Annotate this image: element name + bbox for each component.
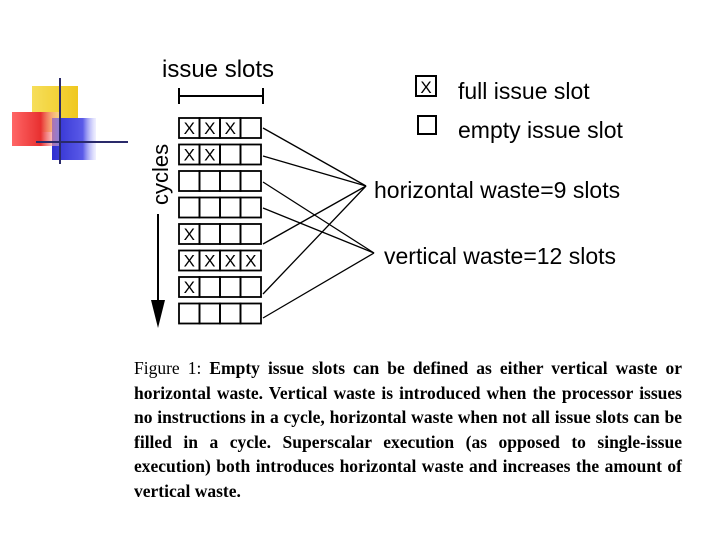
vertical-waste-equals: = <box>523 243 536 269</box>
cycles-arrow <box>151 214 165 328</box>
empty-issue-slot <box>239 276 262 298</box>
slot-mark: X <box>204 146 215 165</box>
connector-line <box>262 252 375 319</box>
empty-issue-slot <box>239 302 262 325</box>
cycle-row <box>178 170 262 192</box>
empty-issue-slot <box>239 223 262 245</box>
legend: X full issue slot empty issue slot <box>415 75 624 143</box>
full-issue-slot <box>239 249 262 272</box>
caption-lead: Figure 1: <box>134 358 202 378</box>
legend-empty-slot-box <box>417 115 437 135</box>
slot-mark: X <box>225 119 236 138</box>
issue-slots-bracket <box>178 88 264 104</box>
empty-issue-slot <box>178 196 201 219</box>
horizontal-waste-text: horizontal waste <box>374 177 540 203</box>
empty-issue-slot <box>239 196 262 219</box>
figure-caption: Figure 1: Empty issue slots can be defin… <box>134 356 682 503</box>
empty-issue-slot <box>198 302 221 325</box>
decorative-squares <box>12 78 128 164</box>
slot-mark: X <box>184 278 195 297</box>
connector-line <box>262 185 367 295</box>
horizontal-waste-equals: = <box>540 177 553 203</box>
empty-issue-slot <box>239 117 262 139</box>
vertical-waste-text: vertical waste <box>384 243 523 269</box>
slot-mark: X <box>184 225 195 244</box>
slot-mark: X <box>184 146 195 165</box>
empty-issue-slot <box>219 302 242 325</box>
slot-mark: X <box>184 119 195 138</box>
slot-mark: X <box>245 252 256 271</box>
empty-issue-slot <box>198 196 221 219</box>
empty-issue-slot <box>239 170 262 192</box>
slot-mark: X <box>225 252 236 271</box>
empty-issue-slot <box>219 276 242 298</box>
empty-issue-slot <box>219 196 242 219</box>
empty-issue-slot <box>198 276 221 298</box>
legend-full-slot-label: full issue slot <box>458 78 590 104</box>
issue-slots-label: issue slots <box>162 56 274 83</box>
legend-full-slot-mark: X <box>420 78 431 97</box>
empty-issue-slot <box>219 223 242 245</box>
slot-mark: X <box>204 119 215 138</box>
cycle-row: X <box>178 223 262 245</box>
slot-mark: X <box>204 252 215 271</box>
legend-empty-slot-label: empty issue slot <box>458 117 624 143</box>
horizontal-waste-value: 9 slots <box>554 177 620 203</box>
waste-connector-lines <box>262 127 375 319</box>
connector-line <box>262 155 367 187</box>
empty-issue-slot <box>178 302 201 325</box>
cycle-row <box>178 302 262 325</box>
empty-issue-slot <box>219 143 242 166</box>
empty-issue-slot <box>198 170 221 192</box>
svg-text:vertical waste=12 slots: vertical waste=12 slots <box>384 243 616 269</box>
empty-issue-slot <box>239 143 262 166</box>
legend-full-slot-box <box>415 75 437 97</box>
svg-text:horizontal waste=9 slots: horizontal waste=9 slots <box>374 177 620 203</box>
caption-body: Empty issue slots can be defined as eith… <box>134 358 682 501</box>
connector-line <box>262 181 375 254</box>
connector-line <box>262 207 375 254</box>
cycle-row <box>178 196 262 219</box>
cycle-row: X <box>178 276 262 298</box>
vertical-waste-label: vertical waste=12 slots <box>384 243 616 269</box>
vertical-waste-value: 12 slots <box>537 243 616 269</box>
cycles-label: cycles <box>148 144 173 205</box>
deco-red-square <box>12 112 60 146</box>
empty-issue-slot <box>178 170 201 192</box>
connector-line <box>262 127 367 187</box>
empty-issue-slot <box>198 223 221 245</box>
empty-issue-slot <box>219 170 242 192</box>
slot-mark: X <box>184 252 195 271</box>
horizontal-waste-label: horizontal waste=9 slots <box>374 177 620 203</box>
